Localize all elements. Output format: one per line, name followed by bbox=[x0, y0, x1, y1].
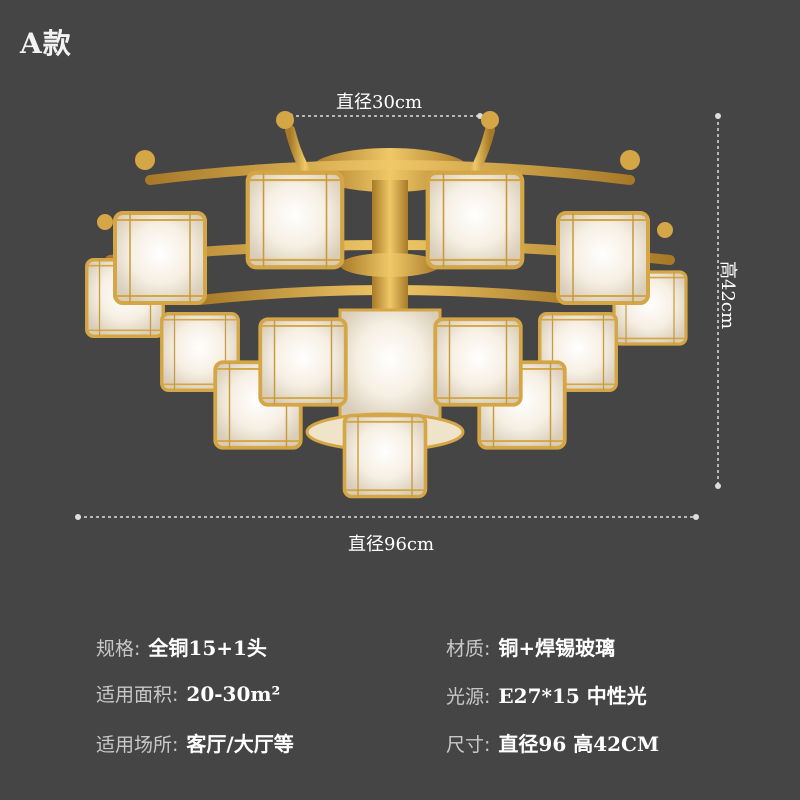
spec-key: 适用面积: bbox=[96, 684, 179, 706]
spec-key: 适用场所: bbox=[96, 734, 179, 756]
spec-value: 铜+焊锡玻璃 bbox=[498, 636, 616, 660]
spec-row: 规格: 全铜15+1头 bbox=[96, 632, 446, 664]
height-label: 高42cm bbox=[717, 260, 739, 330]
spec-key: 材质: bbox=[446, 638, 491, 660]
chandelier-image bbox=[75, 111, 721, 520]
top-diameter-label: 直径30cm bbox=[336, 92, 423, 113]
spec-value: 20-30m² bbox=[186, 682, 281, 706]
spec-key: 光源: bbox=[446, 686, 491, 708]
spec-row: 光源: E27*15 中性光 bbox=[446, 680, 776, 712]
spec-value: 全铜15+1头 bbox=[148, 636, 267, 660]
spec-value: E27*15 中性光 bbox=[498, 684, 647, 708]
spec-row: 适用面积: 20-30m² bbox=[96, 680, 446, 712]
spec-value: 直径96 高42CM bbox=[498, 732, 660, 756]
spec-table: 规格: 全铜15+1头 材质: 铜+焊锡玻璃 适用面积: 20-30m² 光源:… bbox=[96, 632, 776, 760]
variant-title: A款 bbox=[20, 27, 72, 60]
spec-row: 尺寸: 直径96 高42CM bbox=[446, 728, 776, 760]
spec-key: 规格: bbox=[96, 638, 141, 660]
spec-key: 尺寸: bbox=[446, 734, 491, 756]
spec-row: 材质: 铜+焊锡玻璃 bbox=[446, 632, 776, 664]
overall-diameter-label: 直径96cm bbox=[348, 534, 435, 555]
spec-value: 客厅/大厅等 bbox=[186, 732, 294, 756]
spec-row: 适用场所: 客厅/大厅等 bbox=[96, 728, 446, 760]
